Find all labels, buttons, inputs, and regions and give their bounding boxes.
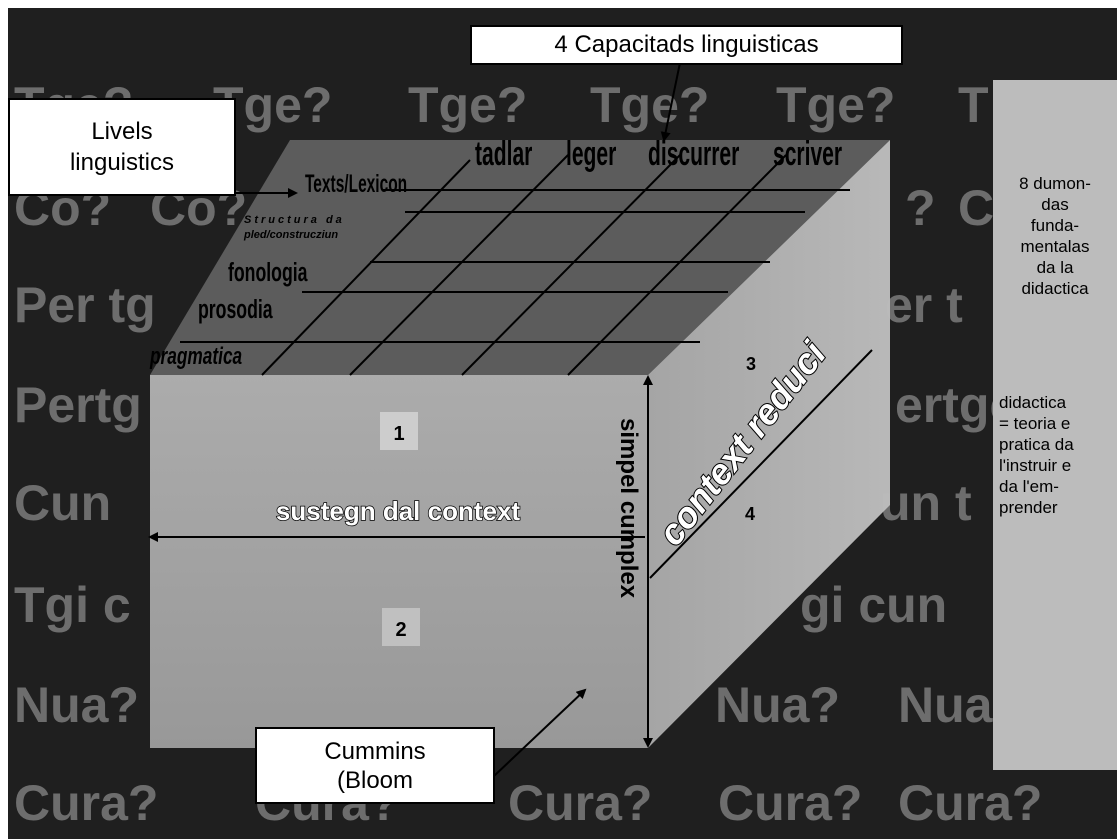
capacities-callout-text: 4 Capacitads linguisticas <box>554 31 819 58</box>
capacity-grid-lines <box>261 154 787 376</box>
panel-line: l'instruir e <box>999 456 1072 475</box>
bg-word: er t <box>885 277 963 333</box>
cube-top-face <box>150 140 890 375</box>
bg-word: Tge? <box>776 77 895 133</box>
quadrant-tile <box>380 412 418 450</box>
cube-side-face <box>648 140 890 748</box>
fundamental-questions-note: 8 dumon- das funda- mentalas da la didac… <box>993 173 1117 299</box>
bg-word: Cura? <box>508 775 652 831</box>
bg-word: ? <box>905 180 936 236</box>
cummins-callout: Cummins (Bloom <box>255 727 495 804</box>
didactics-side-panel: 8 dumon- das funda- mentalas da la didac… <box>993 80 1117 770</box>
panel-line: didactica <box>1021 279 1089 298</box>
capacity-label-scriver: scriver <box>773 134 842 172</box>
level-label-prosodia: prosodia <box>198 295 273 324</box>
level-label-fonologia: fonologia <box>228 258 308 287</box>
level-label-pragmatica: pragmatica <box>149 343 242 369</box>
levels-callout: Livels linguistics <box>8 98 236 196</box>
panel-line: mentalas <box>1020 237 1090 256</box>
background-words: Tge? Tge? Tge? Tge? Tge? T Co? Co? ? C P… <box>14 77 1042 831</box>
quadrant-2: 2 <box>395 619 406 641</box>
bg-word: Nua <box>898 677 994 733</box>
capacities-pointer-arrow <box>660 57 682 142</box>
capacity-label-leger: leger <box>566 134 616 172</box>
bg-word: Cura? <box>718 775 862 831</box>
capacity-label-discurrer: discurrer <box>648 134 739 172</box>
level-grid-lines <box>180 189 850 343</box>
bg-word: gi cun <box>800 577 947 633</box>
didactics-definition: didactica = teoria e pratica da l'instru… <box>999 392 1117 518</box>
bg-word: C <box>958 180 994 236</box>
capacities-callout: 4 Capacitads linguisticas <box>470 25 903 65</box>
quadrant-3: 3 <box>746 354 756 374</box>
quadrant-1: 1 <box>393 423 404 445</box>
bg-word: Tge? <box>408 77 527 133</box>
bg-word: Cura? <box>14 775 158 831</box>
bg-word: Tgi c <box>14 577 131 633</box>
level-label-texts-lexicon: Texts/Lexicon <box>305 170 407 198</box>
bg-word: Tge? <box>590 77 709 133</box>
bg-word: Pertg <box>14 377 142 433</box>
cummins-pointer-arrow <box>493 688 587 777</box>
cummins-callout-line: Cummins <box>324 738 426 765</box>
quadrant-tile <box>382 608 420 646</box>
axis-label-simple-complex: simpel cumplex <box>615 418 642 599</box>
panel-line: pratica da <box>999 435 1074 454</box>
panel-line: da l'em- <box>999 477 1059 496</box>
quadrant-4: 4 <box>745 504 755 524</box>
bg-word: un t <box>880 475 972 531</box>
panel-line: prender <box>999 498 1058 517</box>
panel-line: didactica <box>999 393 1067 412</box>
panel-line: 8 dumon- <box>1019 174 1091 193</box>
capacity-label-tadlar: tadlar <box>475 134 532 172</box>
panel-line: da la <box>1036 258 1074 277</box>
bg-word: Cura? <box>898 775 1042 831</box>
cummins-callout-line: (Bloom <box>336 767 414 794</box>
panel-line: funda- <box>1030 216 1080 235</box>
bg-word: T <box>958 77 989 133</box>
levels-callout-line: Livels <box>91 118 153 145</box>
axis-label-context-support: sustegn dal context <box>276 496 520 526</box>
bg-word: Nua? <box>14 677 139 733</box>
bg-word: Nua? <box>715 677 840 733</box>
bg-word: Cun <box>14 475 111 531</box>
levels-callout-line: linguistics <box>69 149 175 176</box>
level-label-structure: Structura da <box>244 214 345 226</box>
context-reduced-line <box>649 349 873 579</box>
level-label-construction: pled/construcziun <box>243 229 338 241</box>
panel-line: das <box>1041 195 1069 214</box>
bg-word: Per tg <box>14 277 156 333</box>
panel-line: = teoria e <box>999 414 1071 433</box>
